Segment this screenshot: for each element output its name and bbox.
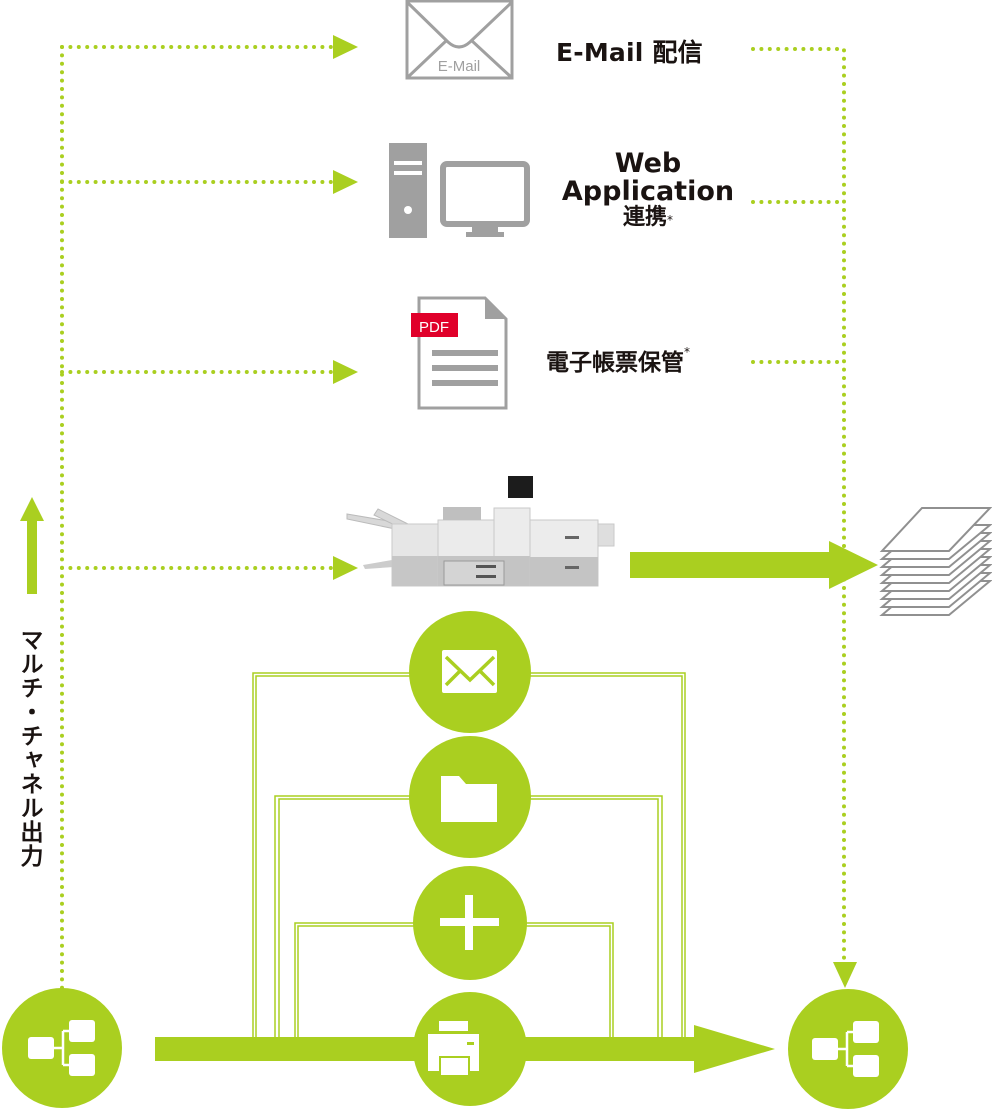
web-application-label-jp: 連携 xyxy=(622,205,667,230)
web-application-label: Web Application 連携* xyxy=(548,150,748,230)
arrowhead-email xyxy=(333,35,358,59)
production-printer-image xyxy=(346,476,615,587)
email-delivery-label: E-Mail 配信 xyxy=(556,38,703,67)
channel-print xyxy=(413,992,527,1106)
paper-stack-icon xyxy=(879,507,992,616)
source-node xyxy=(2,988,122,1108)
target-node xyxy=(788,989,908,1109)
web-application-label-line3: 連携* xyxy=(548,206,748,230)
multichannel-output-label: マルチ・チャネル出力 xyxy=(16,628,42,868)
upward-arrow xyxy=(20,497,44,594)
folder-icon xyxy=(441,776,497,822)
arrowhead-webapp xyxy=(333,170,358,194)
arrowhead-target xyxy=(833,962,857,988)
footnote-mark: * xyxy=(667,213,673,227)
pdf-document-icon xyxy=(411,296,508,410)
arrowhead-printer xyxy=(333,556,358,580)
print-output-arrow xyxy=(630,541,878,589)
computer-monitor-icon xyxy=(389,143,530,238)
web-application-label-line2: Application xyxy=(561,176,735,207)
dotted-connectors xyxy=(60,45,846,990)
pdf-icon-text: PDF xyxy=(419,319,449,336)
arrowhead-epdf xyxy=(333,360,358,384)
envelope-icon xyxy=(442,650,497,693)
web-application-label-line1: Web xyxy=(614,148,682,179)
envelope-icon xyxy=(405,0,514,80)
plus-icon xyxy=(440,895,499,950)
envelope-icon-text: E-Mail xyxy=(438,58,481,75)
channel-add xyxy=(413,866,527,980)
e-document-storage-label: 電子帳票保管* xyxy=(546,343,690,377)
channel-folder xyxy=(409,736,531,858)
printer-icon xyxy=(428,1021,479,1077)
e-document-storage-text: 電子帳票保管 xyxy=(546,350,684,376)
dotted-arrowheads xyxy=(333,35,857,988)
footnote-mark: * xyxy=(684,345,690,359)
channel-mail xyxy=(409,611,531,733)
